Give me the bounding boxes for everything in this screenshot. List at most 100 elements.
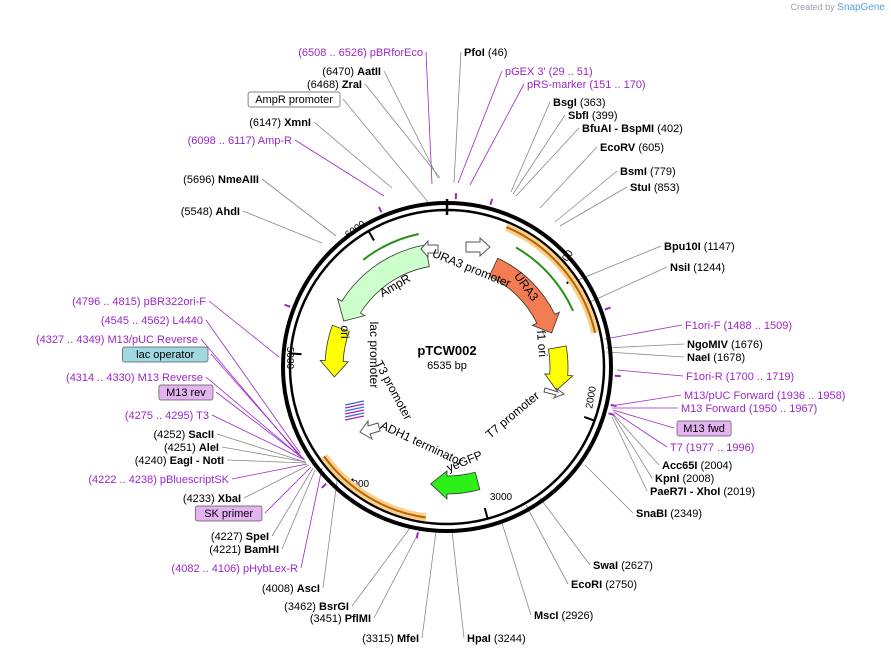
t7-promoter-arrow[interactable] — [543, 387, 566, 400]
left-label-26[interactable]: (3451) PflMI — [310, 613, 371, 625]
primer-label[interactable]: (4222 .. 4238) pBluescriptSK — [88, 474, 229, 486]
f1-ori-arrow[interactable] — [543, 345, 574, 391]
site-label[interactable]: Acc65I (2004) — [662, 460, 732, 472]
left-label-6[interactable]: (5696) NmeAIII — [183, 174, 259, 186]
site-label[interactable]: StuI (853) — [630, 182, 680, 194]
primer-label[interactable]: (4545 .. 4562) L4440 — [101, 315, 203, 327]
right-label-24[interactable]: EcoRI (2750) — [571, 579, 637, 591]
right-label-23[interactable]: SwaI (2627) — [593, 560, 653, 572]
site-label[interactable]: SwaI (2627) — [593, 560, 653, 572]
site-label[interactable]: (4221) BamHI — [209, 544, 279, 556]
left-label-17[interactable]: (4240) EagI - NotI — [135, 455, 224, 467]
feature-box-label[interactable]: M13 rev — [166, 387, 206, 399]
right-label-3[interactable]: BsgI (363) — [553, 97, 606, 109]
primer-label[interactable]: M13 Forward (1950 .. 1967) — [681, 403, 817, 415]
site-label[interactable]: PfoI (46) — [464, 47, 507, 59]
site-label[interactable]: Bpu10I (1147) — [664, 241, 735, 253]
site-label[interactable]: NsiI (1244) — [670, 262, 725, 274]
site-label[interactable]: (6470) AatII — [322, 66, 381, 78]
left-label-19[interactable]: (4233) XbaI — [183, 493, 241, 505]
right-label-6[interactable]: EcoRV (605) — [600, 142, 664, 154]
right-label-9[interactable]: Bpu10I (1147) — [664, 241, 735, 253]
site-label[interactable]: (3451) PflMI — [310, 613, 371, 625]
feature-box-label[interactable]: M13 fwd — [683, 423, 725, 435]
left-label-21[interactable]: (4227) SpeI — [211, 531, 269, 543]
left-label-9[interactable]: (4545 .. 4562) L4440 — [101, 315, 203, 327]
site-labels[interactable]: (6508 .. 6526) pBRforEco (6470) AatII(646… — [36, 47, 845, 645]
primer-label[interactable]: (6508 .. 6526) pBRforEco — [298, 47, 423, 59]
site-label[interactable]: (4252) SacII — [153, 429, 214, 441]
right-label-11[interactable]: F1ori-F (1488 .. 1509) — [685, 320, 792, 332]
ura3-promoter-arrow[interactable] — [465, 236, 491, 258]
feature-box-label[interactable]: AmpR promoter — [255, 94, 333, 106]
ampr-arrow[interactable] — [336, 244, 430, 322]
feature-box-label[interactable]: SK primer — [204, 508, 253, 520]
primer-label[interactable]: (4275 .. 4295) T3 — [125, 410, 209, 422]
left-label-0[interactable]: (6508 .. 6526) pBRforEco — [298, 47, 423, 59]
site-label[interactable]: NgoMIV (1676) — [687, 339, 763, 351]
primer-label[interactable]: pGEX 3' (29 .. 51) — [505, 66, 593, 78]
adh1-terminator-arrow[interactable] — [359, 419, 381, 441]
primer-label[interactable]: T7 (1977 .. 1996) — [670, 442, 754, 454]
right-label-20[interactable]: KpnI (2008) — [655, 473, 714, 485]
primer-label[interactable]: (4796 .. 4815) pBR322ori-F — [72, 296, 206, 308]
left-label-1[interactable]: (6470) AatII — [322, 66, 381, 78]
left-label-8[interactable]: (4796 .. 4815) pBR322ori-F — [72, 296, 206, 308]
left-label-5[interactable]: (6098 .. 6117) Amp-R — [188, 135, 292, 147]
site-label[interactable]: EcoRI (2750) — [571, 579, 637, 591]
left-label-11[interactable]: lac operator — [122, 346, 209, 363]
left-label-10[interactable]: (4327 .. 4349) M13/pUC Reverse — [36, 334, 198, 346]
left-label-24[interactable]: (4008) AscI — [262, 583, 320, 595]
site-label[interactable]: (6147) XmnI — [249, 117, 311, 129]
left-label-27[interactable]: (3315) MfeI — [362, 633, 419, 645]
right-label-22[interactable]: SnaBI (2349) — [636, 508, 702, 520]
site-label[interactable]: BsgI (363) — [553, 97, 606, 109]
left-label-22[interactable]: (4221) BamHI — [209, 544, 279, 556]
site-label[interactable]: MscI (2926) — [534, 610, 593, 622]
right-label-5[interactable]: BfuAI - BspMI (402) — [582, 123, 683, 135]
right-label-15[interactable]: M13/pUC Forward (1936 .. 1958) — [684, 390, 845, 402]
left-label-18[interactable]: (4222 .. 4238) pBluescriptSK — [88, 474, 229, 486]
left-label-15[interactable]: (4252) SacII — [153, 429, 214, 441]
ori-arrow[interactable] — [319, 324, 350, 378]
right-label-14[interactable]: F1ori-R (1700 .. 1719) — [686, 371, 794, 383]
left-label-20[interactable]: SK primer — [194, 505, 263, 522]
left-label-4[interactable]: (6147) XmnI — [249, 117, 311, 129]
site-label[interactable]: (3315) MfeI — [362, 633, 419, 645]
site-label[interactable]: NaeI (1678) — [687, 352, 745, 364]
left-label-13[interactable]: M13 rev — [158, 384, 214, 401]
site-label[interactable]: BsmI (779) — [620, 166, 676, 178]
yegfp-arrow[interactable] — [429, 470, 481, 500]
feature-box-label[interactable]: lac operator — [136, 349, 194, 361]
primer-label[interactable]: (4327 .. 4349) M13/pUC Reverse — [36, 334, 198, 346]
site-label[interactable]: (4233) XbaI — [183, 493, 241, 505]
site-label[interactable]: HpaI (3244) — [467, 633, 526, 645]
right-label-8[interactable]: StuI (853) — [630, 182, 680, 194]
primer-label[interactable]: pRS-marker (151 .. 170) — [527, 79, 646, 91]
site-label[interactable]: PaeR7I - XhoI (2019) — [650, 486, 755, 498]
ura3-arrow[interactable] — [488, 257, 561, 334]
left-label-12[interactable]: (4314 .. 4330) M13 Reverse — [66, 372, 203, 384]
right-label-26[interactable]: HpaI (3244) — [467, 633, 526, 645]
left-label-7[interactable]: (5548) AhdI — [181, 206, 240, 218]
right-label-4[interactable]: SbfI (399) — [568, 110, 618, 122]
left-label-23[interactable]: (4082 .. 4106) pHybLex-R — [171, 563, 298, 575]
primer-label[interactable]: F1ori-F (1488 .. 1509) — [685, 320, 792, 332]
left-label-14[interactable]: (4275 .. 4295) T3 — [125, 410, 209, 422]
right-label-12[interactable]: NgoMIV (1676) — [687, 339, 763, 351]
right-label-21[interactable]: PaeR7I - XhoI (2019) — [650, 486, 755, 498]
left-label-25[interactable]: (3462) BsrGI — [284, 601, 349, 613]
right-label-7[interactable]: BsmI (779) — [620, 166, 676, 178]
primer-label[interactable]: F1ori-R (1700 .. 1719) — [686, 371, 794, 383]
site-label[interactable]: BfuAI - BspMI (402) — [582, 123, 683, 135]
ampr-promoter-arrow[interactable] — [420, 239, 439, 259]
primer-label[interactable]: (4314 .. 4330) M13 Reverse — [66, 372, 203, 384]
right-label-25[interactable]: MscI (2926) — [534, 610, 593, 622]
site-label[interactable]: (5696) NmeAIII — [183, 174, 259, 186]
site-label[interactable]: (5548) AhdI — [181, 206, 240, 218]
left-label-2[interactable]: (6468) ZraI — [307, 79, 362, 91]
site-label[interactable]: (4240) EagI - NotI — [135, 455, 224, 467]
primer-label[interactable]: (4082 .. 4106) pHybLex-R — [171, 563, 298, 575]
right-label-10[interactable]: NsiI (1244) — [670, 262, 725, 274]
right-label-1[interactable]: pGEX 3' (29 .. 51) — [505, 66, 593, 78]
